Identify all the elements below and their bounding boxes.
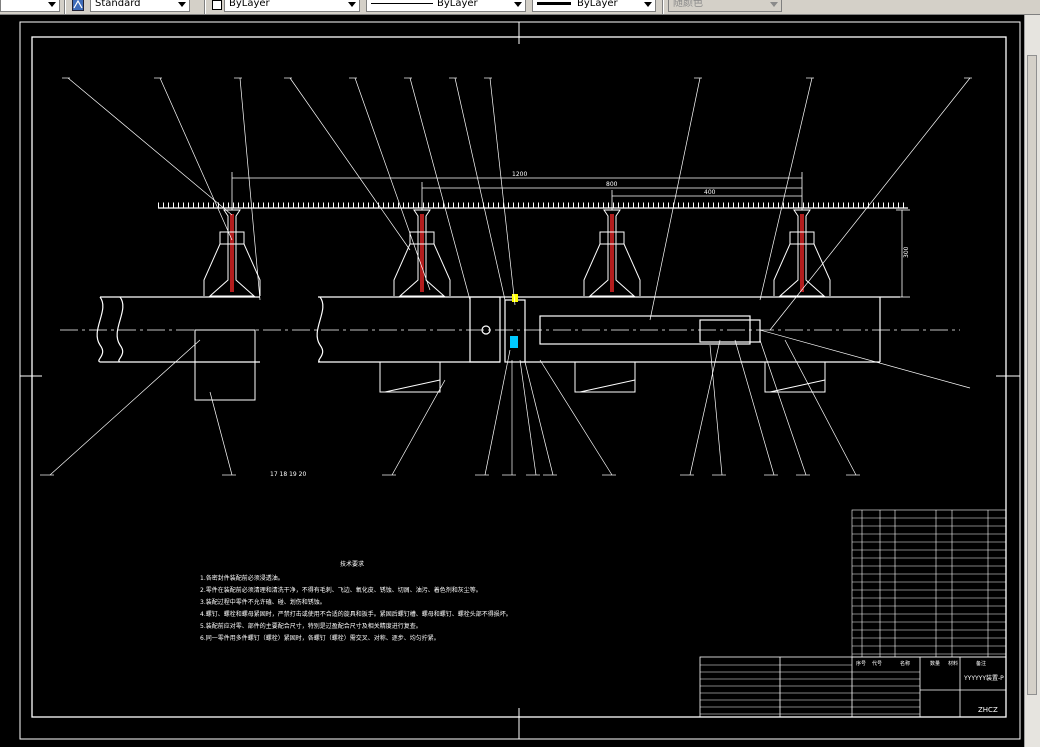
toolbar-left-dropdown[interactable] [0, 0, 60, 12]
color-swatch-icon [212, 0, 222, 10]
sheet-outer-border [19, 21, 1021, 740]
tech-note-line: 3.装配过程中零件不允许磕、碰、划伤和锈蚀。 [200, 598, 326, 606]
title-block-code: ZHCZ [978, 706, 998, 714]
dimension-inner: 400 [704, 189, 716, 196]
lineweight-sample-icon [537, 2, 571, 5]
color-value: ByLayer [229, 0, 270, 9]
leader-line [734, 339, 775, 476]
linetype-value: ByLayer [437, 0, 478, 9]
plot-style-value: 随颜色 [673, 0, 703, 9]
leader-line [454, 77, 506, 301]
leader-line [759, 339, 807, 476]
tech-note-line: 2.零件在装配前必须清理和清洗干净，不得有毛刺、飞边、氧化皮、锈蚀、切屑、油污、… [200, 586, 482, 594]
leader-line [539, 359, 613, 476]
leader-line [409, 77, 471, 301]
leader-line [391, 379, 446, 476]
leader-line [519, 359, 537, 476]
dimension-overall: 1200 [512, 171, 527, 178]
leader-line [759, 329, 971, 389]
tech-note-line: 5.装配前应对零、部件的主要配合尺寸，特别是过盈配合尺寸及相关精度进行复查。 [200, 622, 422, 630]
vertical-scrollbar[interactable] [1024, 15, 1040, 747]
rail-hangers [203, 209, 831, 297]
leader-line [759, 77, 813, 301]
toolbar-separator [204, 0, 206, 14]
bottom-supports [194, 329, 826, 401]
bom-header-cell: 序号 [856, 660, 866, 667]
lineweight-dropdown[interactable]: ByLayer [532, 0, 656, 12]
bom-header: 序号 代号 名称 数量 材料 备注 [856, 660, 986, 667]
ceiling-hatch [158, 202, 908, 209]
color-dropdown[interactable]: ByLayer [224, 0, 360, 12]
leader-line [709, 344, 723, 476]
tech-note-line: 6.同一零件用多件螺钉（螺栓）紧固时，各螺钉（螺栓）需交叉、对称、逐步、均匀拧紧… [200, 634, 440, 642]
leader-line [67, 77, 233, 216]
scrollbar-thumb[interactable] [1027, 55, 1037, 695]
leader-lines-top [62, 77, 972, 389]
text-style-value: Standard [95, 0, 141, 9]
coupling-highlight [510, 294, 518, 348]
leader-lines-bottom [40, 339, 860, 476]
dimension-lines [231, 172, 910, 298]
dimension-middle: 800 [606, 181, 618, 188]
leader-line [649, 77, 701, 321]
drawing-canvas[interactable]: 1200 800 400 300 17 18 19 20 技术要求 1.各密封件… [0, 15, 1024, 747]
bom-header-cell: 材料 [948, 660, 958, 667]
technical-notes: 技术要求 1.各密封件装配前必须浸透油。 2.零件在装配前必须清理和清洗干净，不… [200, 560, 512, 642]
properties-toolbar: Standard ByLayer ByLayer ByLayer 随颜色 [0, 0, 1040, 15]
chevron-down-icon [514, 2, 522, 7]
bom-header-cell: 名称 [900, 660, 910, 667]
parts-list-table [851, 509, 1007, 658]
leader-line [354, 77, 431, 291]
bom-header-cell: 代号 [872, 660, 882, 667]
linetype-dropdown[interactable]: ByLayer [366, 0, 526, 12]
rail-hanger [203, 209, 261, 297]
leader-line [159, 77, 233, 241]
plot-style-dropdown[interactable]: 随颜色 [668, 0, 782, 12]
callout-group-label: 17 18 19 20 [270, 471, 306, 478]
chevron-down-icon [178, 2, 186, 7]
rail-hanger [773, 209, 831, 297]
tech-notes-title: 技术要求 [340, 560, 364, 568]
bom-border [851, 509, 1007, 658]
leader-line [209, 391, 233, 476]
cad-drawing: 1200 800 400 300 17 18 19 20 技术要求 1.各密封件… [19, 21, 1021, 740]
text-style-dropdown[interactable]: Standard [90, 0, 190, 12]
leader-line [489, 77, 516, 306]
sheet-inner-border [31, 36, 1007, 718]
toolbar-separator [662, 0, 664, 14]
chevron-down-icon [644, 2, 652, 7]
leader-line [769, 77, 971, 331]
title-block-rows [700, 664, 920, 715]
leader-line [239, 77, 261, 301]
title-block [699, 656, 1007, 718]
dimension-height: 300 [903, 246, 910, 258]
chevron-down-icon [48, 2, 56, 7]
title-block-title: YYYYYY装置-P [963, 674, 1004, 682]
leader-line [289, 77, 411, 251]
leader-line [484, 349, 511, 476]
lineweight-value: ByLayer [577, 0, 618, 9]
rail-hanger [393, 209, 451, 297]
leader-line [689, 339, 721, 476]
leader-line [524, 361, 554, 476]
centering-marks [20, 22, 1020, 739]
text-style-icon[interactable] [72, 0, 84, 11]
bom-header-cell: 备注 [976, 660, 986, 667]
leader-line [784, 339, 857, 476]
tech-note-line: 4.螺钉、螺栓和螺母紧固时，严禁打击或使用不合适的旋具和扳手。紧固后螺钉槽、螺母… [200, 610, 512, 618]
linetype-sample-icon [371, 3, 433, 4]
toolbar-separator [64, 0, 66, 14]
leader-line [49, 339, 201, 476]
bom-header-cell: 数量 [930, 660, 940, 667]
chevron-down-icon [770, 2, 778, 7]
tech-note-line: 1.各密封件装配前必须浸透油。 [200, 574, 284, 582]
chevron-down-icon [348, 2, 356, 7]
rail-hanger [583, 209, 641, 297]
